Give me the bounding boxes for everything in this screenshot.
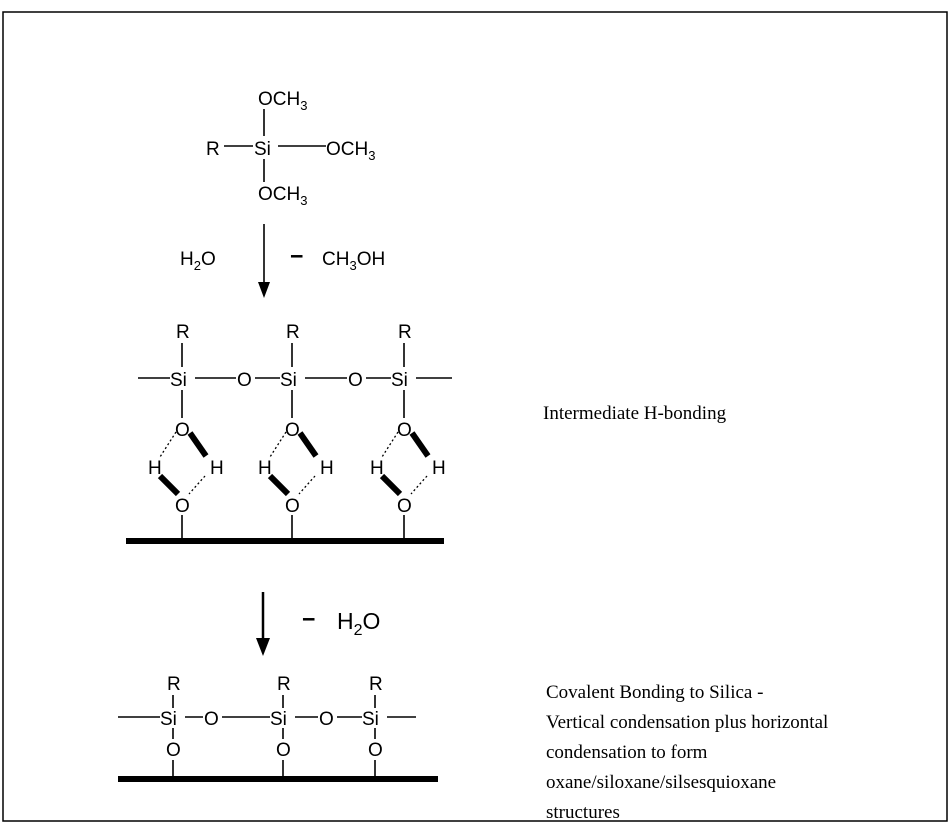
product-si-3: Si (362, 709, 379, 730)
reactant-methoxy-right: OCH3 (326, 139, 375, 163)
svg-text:oxane/siloxane/silsesquioxane: oxane/siloxane/silsesquioxane (546, 772, 776, 793)
intermediate-o-bridge-1: O (237, 370, 252, 391)
svg-text:O: O (285, 420, 300, 441)
svg-text:O: O (276, 740, 291, 761)
svg-text:H: H (210, 458, 224, 479)
reactant-r: R (206, 139, 220, 160)
intermediate-r-1: R (176, 322, 190, 343)
svg-text:O: O (368, 740, 383, 761)
product-r-3: R (369, 674, 383, 695)
intermediate-label: Intermediate H-bonding (543, 403, 727, 424)
svg-text:Covalent Bonding to Silica -: Covalent Bonding to Silica - (546, 682, 763, 703)
svg-text:O: O (166, 740, 181, 761)
condensation-arrow (256, 592, 270, 656)
svg-text:O: O (397, 496, 412, 517)
product-r-1: R (167, 674, 181, 695)
step1-methanol: CH3OH (322, 249, 385, 273)
diagram-frame (2, 11, 948, 822)
hydrolysis-arrow (258, 224, 270, 298)
product-r-2: R (277, 674, 291, 695)
product-o-bridge-1: O (204, 709, 219, 730)
svg-text:H: H (258, 458, 272, 479)
step2-minus: − (302, 606, 315, 632)
intermediate-structure: R R R Si O Si O Si O H H O O H H (126, 322, 452, 544)
svg-text:H: H (432, 458, 446, 479)
product-label: Covalent Bonding to Silica - Vertical co… (546, 682, 828, 823)
intermediate-si-3: Si (391, 370, 408, 391)
product-structure: R R R Si O Si O Si O O O (118, 674, 438, 782)
product-si-1: Si (160, 709, 177, 730)
intermediate-si-1: Si (170, 370, 187, 391)
svg-text:O: O (175, 496, 190, 517)
svg-text:H: H (148, 458, 162, 479)
intermediate-si-2: Si (280, 370, 297, 391)
step1-minus: − (290, 243, 303, 269)
svg-text:structures: structures (546, 802, 620, 823)
svg-text:H: H (320, 458, 334, 479)
product-o-bridge-2: O (319, 709, 334, 730)
svg-text:O: O (397, 420, 412, 441)
product-si-2: Si (270, 709, 287, 730)
product-silica-surface (118, 776, 438, 782)
svg-text:condensation to form: condensation to form (546, 742, 708, 763)
step1-water: H2O (180, 249, 216, 273)
svg-text:Vertical condensation plus hor: Vertical condensation plus horizontal (546, 712, 828, 733)
reactant-si: Si (254, 139, 271, 160)
svg-text:H: H (370, 458, 384, 479)
intermediate-r-2: R (286, 322, 300, 343)
step2-water: H2O (337, 608, 380, 639)
svg-text:O: O (285, 496, 300, 517)
intermediate-r-3: R (398, 322, 412, 343)
reactant-methoxy-bottom: OCH3 (258, 184, 307, 208)
intermediate-o-bridge-2: O (348, 370, 363, 391)
svg-text:O: O (175, 420, 190, 441)
reactant-structure: OCH3 R Si OCH3 OCH3 (206, 89, 375, 208)
intermediate-silica-surface (126, 538, 444, 544)
reactant-methoxy-top: OCH3 (258, 89, 307, 113)
